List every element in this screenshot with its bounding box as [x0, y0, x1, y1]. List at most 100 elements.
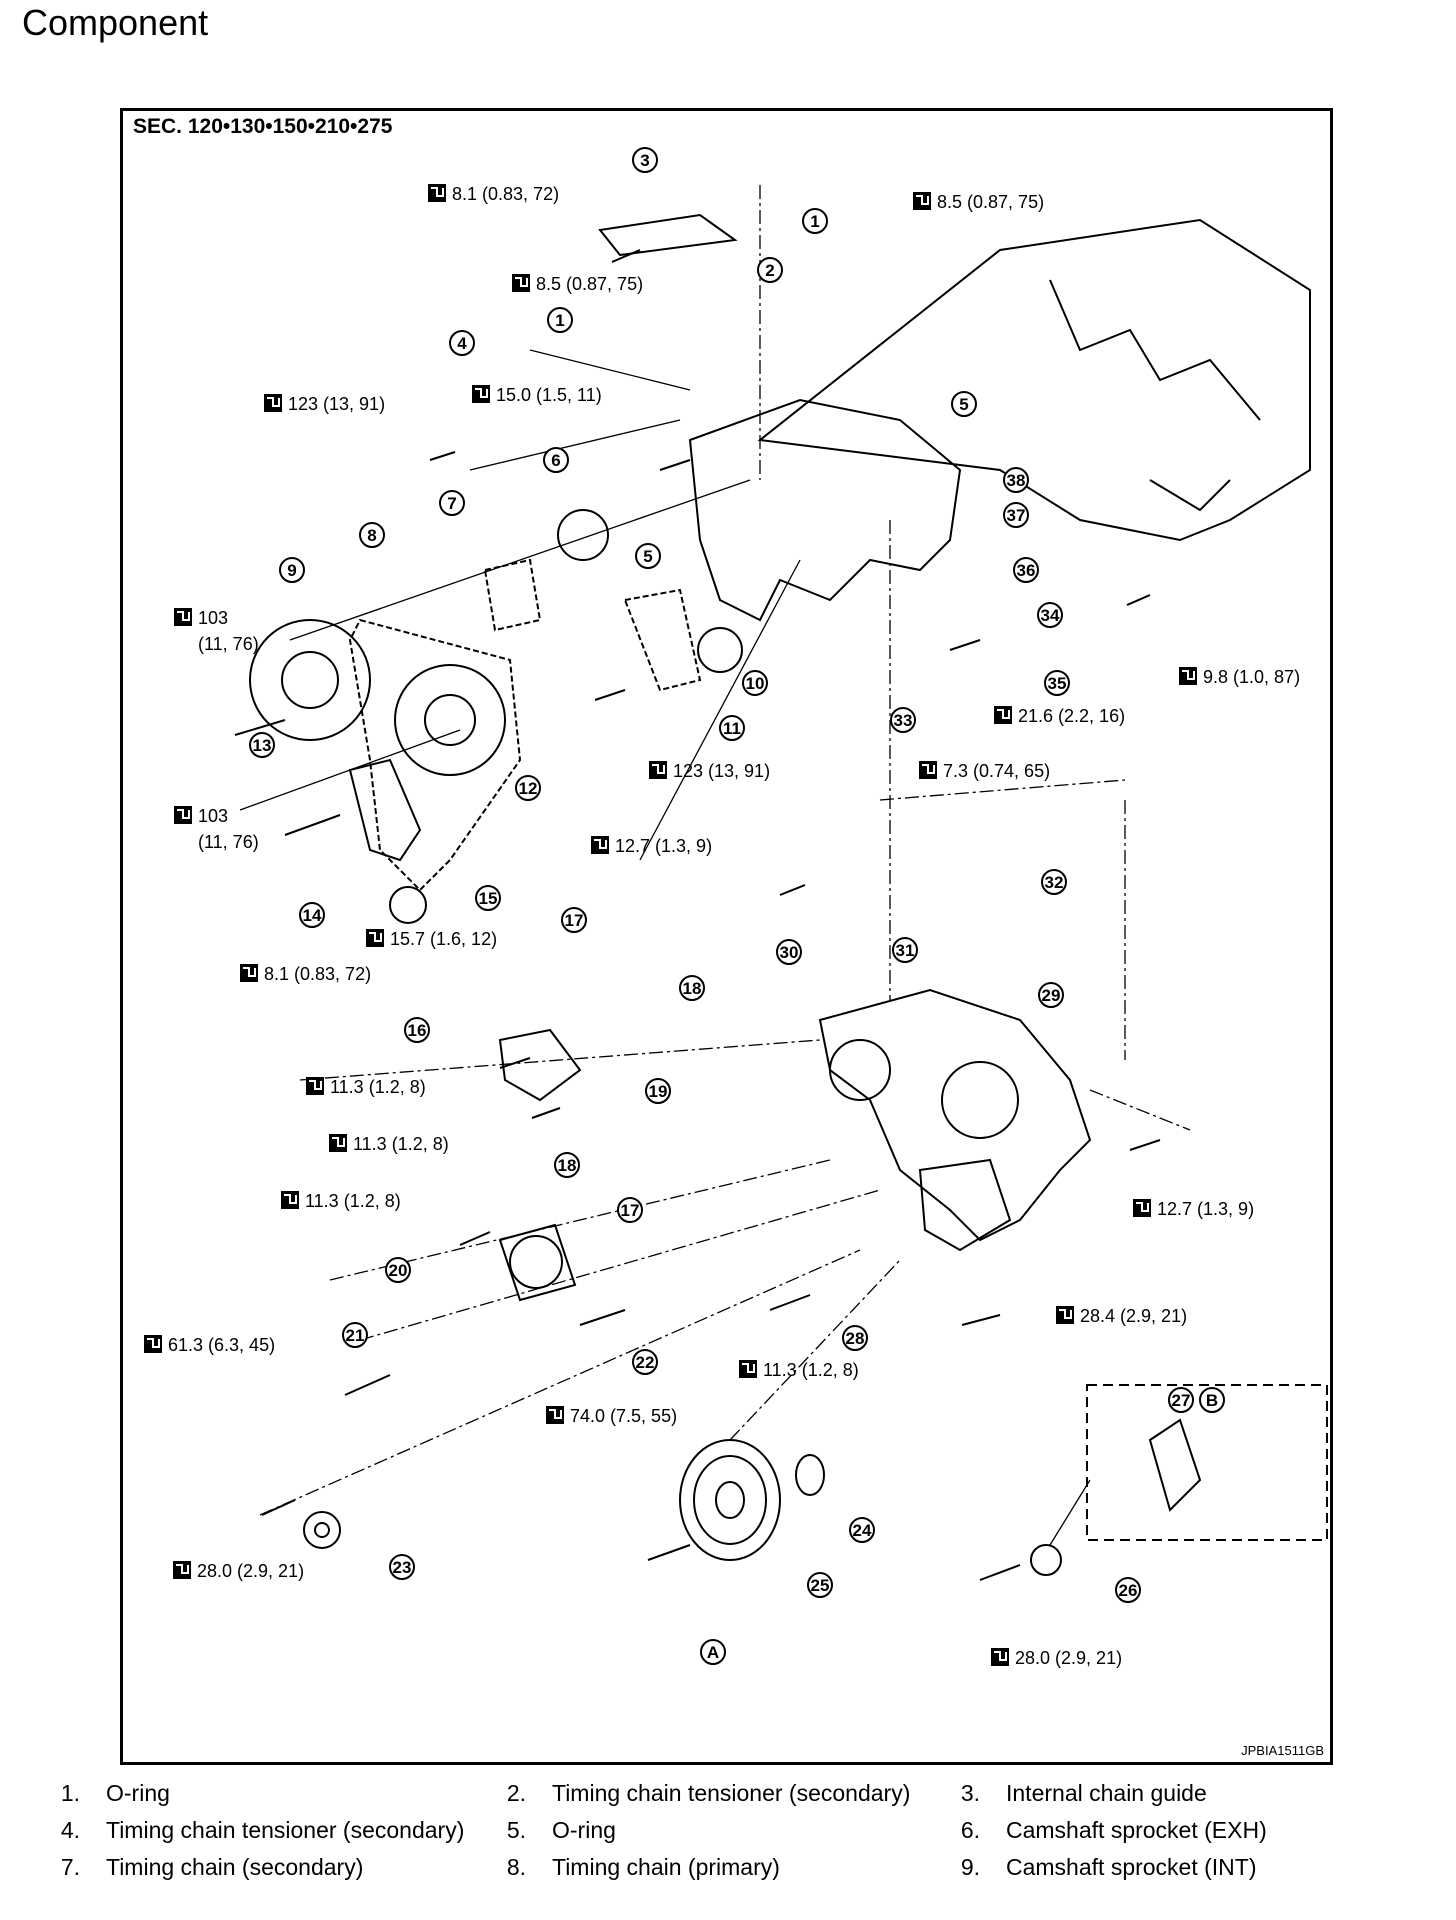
callout-16: 16 [404, 1017, 430, 1043]
crankshaft-sprocket [389, 886, 427, 924]
callout-number: 15 [479, 889, 498, 908]
callout-33: 33 [890, 707, 916, 733]
callout-18: 18 [554, 1152, 580, 1178]
callout-13: 13 [249, 732, 275, 758]
callout-number: 13 [253, 736, 272, 755]
detail-box-b [1086, 1384, 1328, 1541]
front-oil-seal [795, 1454, 825, 1496]
legend-text: Timing chain (primary) [552, 1854, 780, 1880]
torque-wrench-icon [306, 1077, 324, 1095]
torque-value: 28.4 (2.9, 21) [1080, 1306, 1187, 1326]
torque-wrench-icon [472, 385, 490, 403]
callout-6: 6 [543, 447, 569, 473]
callout-7: 7 [439, 490, 465, 516]
torque-wrench-icon [174, 608, 192, 626]
torque-value: (11, 76) [198, 832, 259, 852]
legend-number: 3. [960, 1780, 980, 1806]
torque-wrench-icon [994, 706, 1012, 724]
callout-3: 3 [632, 147, 658, 173]
callout-number: 25 [811, 1576, 830, 1595]
torque-wrench-icon [366, 929, 384, 947]
legend-text: Timing chain tensioner (secondary) [552, 1780, 911, 1806]
legend-number: 1. [60, 1780, 80, 1806]
torque-label: 74.0 (7.5, 55) [546, 1406, 677, 1426]
lower-timing-cover [818, 988, 1092, 1242]
callout-number: 29 [1042, 986, 1061, 1005]
torque-value: 74.0 (7.5, 55) [570, 1406, 677, 1426]
torque-wrench-icon [281, 1191, 299, 1209]
cylinder-head-outline [757, 218, 1311, 542]
torque-value: 103 [198, 806, 228, 826]
torque-label: 15.0 (1.5, 11) [472, 385, 602, 405]
callout-number: 28 [846, 1329, 865, 1348]
legend-text: Camshaft sprocket (INT) [1006, 1854, 1257, 1880]
callout-number: 23 [393, 1558, 412, 1577]
torque-value: 61.3 (6.3, 45) [168, 1335, 275, 1355]
torque-wrench-icon [512, 274, 530, 292]
image-code: JPBIA1511GB [1241, 1743, 1324, 1758]
callout-number: 26 [1119, 1581, 1138, 1600]
callout-number: 33 [894, 711, 913, 730]
torque-wrench-icon [329, 1134, 347, 1152]
callout-19: 19 [645, 1078, 671, 1104]
torque-value: 15.7 (1.6, 12) [390, 929, 497, 949]
legend-number: 7. [60, 1854, 80, 1880]
torque-value: 103 [198, 608, 228, 628]
torque-value: 28.0 (2.9, 21) [1015, 1648, 1122, 1668]
callout-number: 17 [565, 911, 584, 930]
torque-label: 11.3 (1.2, 8) [329, 1134, 449, 1154]
callout-number: 36 [1017, 561, 1036, 580]
callout-29: 29 [1038, 982, 1064, 1008]
torque-wrench-icon [591, 836, 609, 854]
callout-number: 20 [389, 1261, 408, 1280]
water-pump-cover [918, 1158, 1012, 1252]
torque-value: 8.5 (0.87, 75) [937, 192, 1044, 212]
callout-10: 10 [742, 670, 768, 696]
torque-value: 11.3 (1.2, 8) [353, 1134, 449, 1154]
torque-value: 28.0 (2.9, 21) [197, 1561, 304, 1581]
callout-32: 32 [1041, 869, 1067, 895]
legend-number: 9. [960, 1854, 980, 1880]
torque-value: 123 (13, 91) [673, 761, 770, 781]
callout-number: 1 [555, 311, 564, 330]
callout-8: 8 [359, 522, 385, 548]
callout-15: 15 [475, 885, 501, 911]
torque-label: 15.7 (1.6, 12) [366, 929, 497, 949]
callout-number: 5 [643, 547, 652, 566]
torque-label: 123 (13, 91) [264, 394, 385, 414]
torque-label: 12.7 (1.3, 9) [591, 836, 712, 856]
front-timing-cover-upper [688, 398, 962, 622]
torque-label: (11, 76) [198, 634, 259, 654]
torque-label: 28.0 (2.9, 21) [991, 1648, 1122, 1668]
callout-28: 28 [842, 1325, 868, 1351]
page-title: Component [22, 2, 209, 43]
torque-wrench-icon [174, 806, 192, 824]
torque-wrench-icon [991, 1648, 1009, 1666]
callout-number: 27 [1172, 1391, 1191, 1410]
callout-number: 37 [1007, 506, 1026, 525]
torque-value: 21.6 (2.2, 16) [1018, 706, 1125, 726]
reference-letter-A: A [700, 1639, 726, 1665]
legend-number: 2. [506, 1780, 526, 1806]
torque-label: 12.7 (1.3, 9) [1133, 1199, 1254, 1219]
torque-label: 28.0 (2.9, 21) [173, 1561, 304, 1581]
callout-number: 18 [558, 1156, 577, 1175]
legend-number: 4. [60, 1817, 80, 1843]
callout-20: 20 [385, 1257, 411, 1283]
callout-number: 16 [408, 1021, 427, 1040]
callout-number: 17 [621, 1201, 640, 1220]
callout-11: 11 [719, 715, 745, 741]
camshaft-sprocket-int [249, 619, 371, 741]
torque-label: 11.3 (1.2, 8) [306, 1077, 426, 1097]
callout-14: 14 [299, 902, 325, 928]
callout-4: 4 [449, 330, 475, 356]
torque-wrench-icon [649, 761, 667, 779]
torque-labels: 8.1 (0.83, 72)8.5 (0.87, 75)8.5 (0.87, 7… [144, 184, 1300, 1668]
torque-value: 8.1 (0.83, 72) [452, 184, 559, 204]
callout-number: 3 [640, 151, 649, 170]
torque-value: 11.3 (1.2, 8) [305, 1191, 401, 1211]
torque-wrench-icon [264, 394, 282, 412]
callout-22: 22 [632, 1349, 658, 1375]
